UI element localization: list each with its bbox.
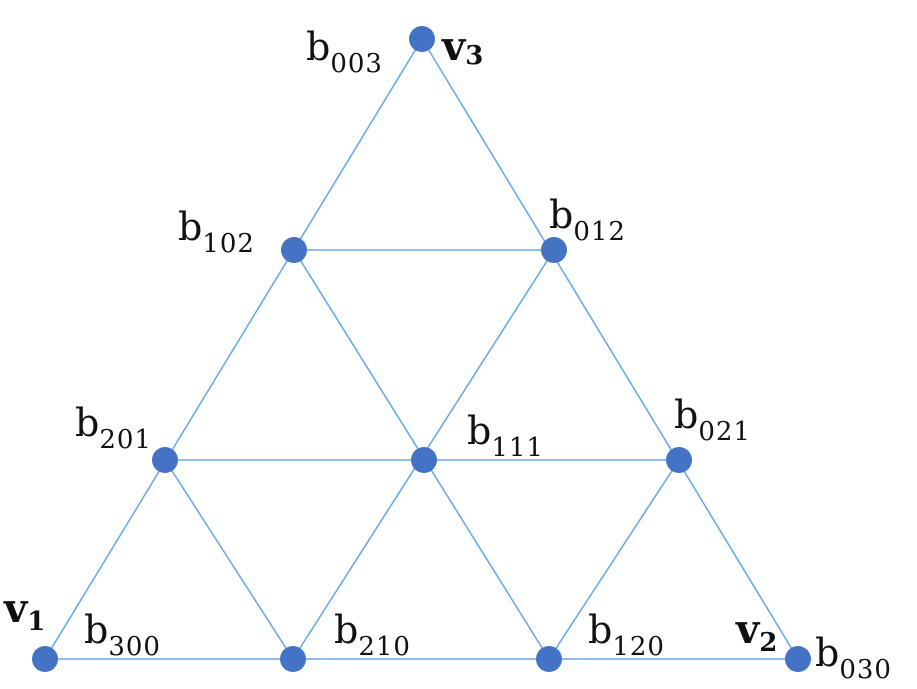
node-b210 bbox=[280, 646, 306, 672]
label-b111: b111 bbox=[467, 409, 544, 463]
label-b003: b003 bbox=[306, 25, 383, 79]
label-b300: b300 bbox=[84, 608, 161, 662]
node-b120 bbox=[536, 646, 562, 672]
edge-b021-b120 bbox=[548, 459, 680, 660]
node-b012 bbox=[541, 237, 567, 263]
node-b111 bbox=[411, 447, 437, 473]
control-point-labels: b003 b102 b012 b201 b111 b021 b300 b210 … bbox=[75, 25, 892, 685]
edge-v1-v3 bbox=[44, 38, 423, 660]
vertex-label-v3: v3 bbox=[441, 23, 483, 71]
node-b300 bbox=[32, 646, 58, 672]
label-b102: b102 bbox=[178, 205, 255, 259]
edge-v2-v3 bbox=[421, 38, 799, 660]
node-b021 bbox=[666, 447, 692, 473]
label-b201: b201 bbox=[75, 401, 152, 455]
label-b030: b030 bbox=[815, 631, 892, 685]
node-b201 bbox=[152, 447, 178, 473]
edge-b201-b210 bbox=[164, 459, 294, 660]
label-b012: b012 bbox=[549, 193, 626, 247]
label-b210: b210 bbox=[334, 608, 411, 662]
node-b003 bbox=[409, 26, 435, 52]
triangle-edges bbox=[44, 38, 799, 660]
node-b030 bbox=[785, 646, 811, 672]
vertex-labels: v3 v1 v2 bbox=[3, 23, 777, 658]
vertex-label-v2: v2 bbox=[735, 606, 777, 658]
node-b102 bbox=[281, 237, 307, 263]
vertex-label-v1: v1 bbox=[3, 585, 45, 637]
label-b021: b021 bbox=[674, 393, 751, 447]
control-point-nodes bbox=[32, 26, 811, 672]
label-b120: b120 bbox=[588, 608, 665, 662]
